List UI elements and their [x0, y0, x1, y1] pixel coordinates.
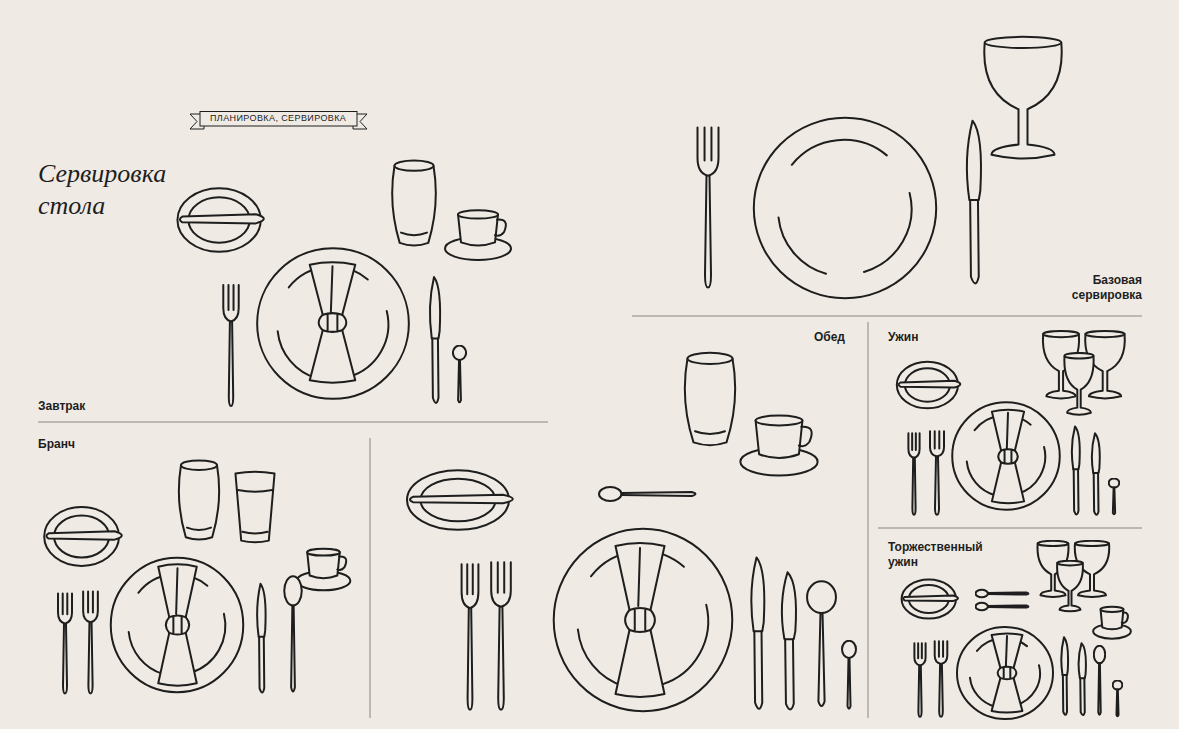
divider-line	[370, 438, 371, 718]
bread-plate-icon	[902, 579, 958, 618]
divider-line	[878, 528, 1142, 529]
knife-icon	[967, 121, 981, 284]
spoon-icon	[807, 581, 836, 706]
knife-icon	[257, 584, 265, 693]
knife-icon	[1072, 426, 1080, 514]
fork-icon	[914, 643, 925, 717]
plate-icon	[754, 118, 936, 298]
knife-icon	[751, 557, 764, 708]
tumbler-icon	[685, 353, 735, 445]
cup-icon	[740, 416, 817, 476]
dessert-spoon-icon	[976, 590, 1029, 598]
dessert-spoon-icon	[599, 487, 695, 501]
fork-icon	[58, 594, 72, 694]
fork-icon	[698, 128, 719, 288]
ribbon-banner: ПЛАНИРОВКА, СЕРВИРОВКА	[190, 111, 367, 129]
tumbler-icon	[392, 161, 436, 246]
divider-line	[38, 422, 548, 423]
bread-plate-icon	[177, 188, 263, 251]
fork-icon	[935, 641, 948, 717]
plate-icon	[257, 248, 409, 399]
section-label: Завтрак	[38, 399, 85, 414]
section-label-wrap: Базовая сервировка	[1032, 273, 1142, 303]
section-label-wrap: Ужин	[888, 330, 918, 345]
cup-icon	[297, 549, 351, 591]
page-title-wrap: Сервировка стола	[38, 158, 178, 222]
divider-line	[632, 316, 1142, 317]
spoon-icon	[1109, 478, 1120, 514]
section-label: Базовая сервировка	[1032, 273, 1142, 303]
dessert-spoon-icon	[976, 603, 1029, 611]
spoon-icon	[284, 576, 302, 691]
section-label-wrap: Завтрак	[38, 399, 85, 414]
section-label-wrap: Бранч	[38, 437, 75, 452]
spoon-icon	[453, 346, 466, 403]
fork-icon	[83, 592, 98, 694]
napkin-icon	[310, 262, 356, 382]
spoon-icon	[1113, 680, 1123, 716]
knife-icon	[1079, 643, 1086, 715]
napkin-icon	[992, 634, 1023, 713]
section-label-wrap: Торжественный ужин	[888, 540, 1013, 570]
napkin-icon	[992, 410, 1024, 503]
section-label-wrap: Обед	[765, 330, 845, 345]
fork-icon	[462, 564, 479, 709]
cup-icon	[1093, 607, 1131, 639]
knife-icon	[430, 277, 440, 403]
section-label: Ужин	[888, 330, 918, 345]
napkin-icon	[616, 543, 665, 697]
wine-glass-icon	[1064, 353, 1093, 415]
spoon-icon	[842, 641, 856, 709]
divider-line	[868, 322, 869, 718]
plate-icon	[554, 529, 733, 711]
glass-icon	[235, 472, 274, 542]
section-label: Торжественный ужин	[888, 540, 1013, 570]
fork-icon	[491, 562, 511, 709]
fork-icon	[223, 285, 238, 406]
plate-icon	[952, 402, 1060, 510]
cup-icon	[445, 210, 511, 260]
bread-plate-icon	[44, 507, 122, 566]
plate-icon	[957, 627, 1053, 719]
section-label: Обед	[765, 330, 845, 345]
plate-icon	[111, 558, 243, 692]
fork-icon	[930, 431, 944, 514]
bread-plate-icon	[897, 362, 960, 409]
wine-glass-icon	[1057, 561, 1083, 612]
knife-icon	[1092, 433, 1100, 514]
napkin-icon	[158, 564, 197, 685]
wine-glass-icon	[984, 37, 1061, 159]
section-label: Бранч	[38, 437, 75, 452]
spoon-icon	[1094, 646, 1105, 715]
tumbler-icon	[179, 460, 219, 539]
knife-icon	[782, 572, 796, 709]
page-title: Сервировка стола	[38, 158, 178, 222]
bread-plate-icon	[407, 470, 513, 530]
fork-icon	[908, 433, 919, 514]
knife-icon	[1061, 637, 1068, 715]
banner-text: ПЛАНИРОВКА, СЕРВИРОВКА	[190, 111, 367, 129]
